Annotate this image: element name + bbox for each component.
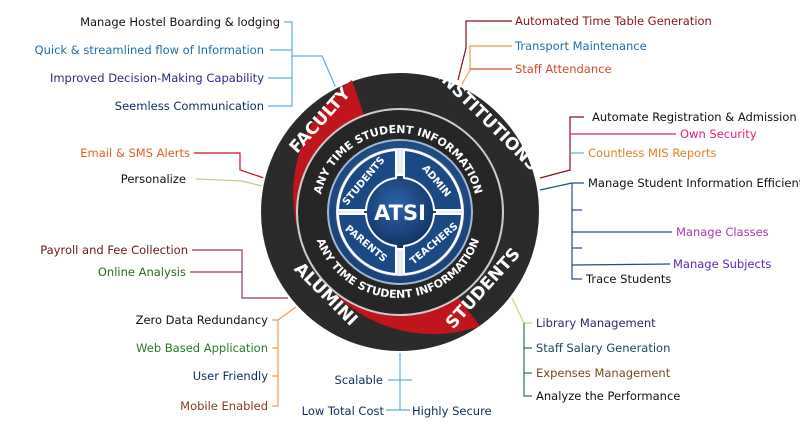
connector-library bbox=[511, 297, 532, 324]
label-staff-attendance: Staff Attendance bbox=[515, 62, 612, 76]
connector-timetable bbox=[457, 20, 512, 81]
label-zero-redundancy: Zero Data Redundancy bbox=[136, 313, 269, 327]
connector-subjects bbox=[571, 263, 671, 266]
label-mis-reports: Countless MIS Reports bbox=[588, 146, 716, 160]
label-performance: Analyze the Performance bbox=[536, 389, 680, 403]
left-labels: Manage Hostel Boarding & lodging Quick &… bbox=[35, 15, 280, 413]
label-expenses: Expenses Management bbox=[536, 366, 671, 380]
connector-transport bbox=[461, 45, 512, 85]
label-quick-flow: Quick & streamlined flow of Information bbox=[35, 43, 264, 57]
label-seemless: Seemless Communication bbox=[115, 99, 264, 113]
connector-student-bracket bbox=[571, 182, 584, 280]
wheel: ATSI STUDENTS ADMIN PARENTS TEACHERS ANY… bbox=[259, 66, 542, 353]
label-scalable: Scalable bbox=[335, 373, 383, 387]
quadrant-segments bbox=[336, 148, 464, 276]
label-library: Library Management bbox=[536, 316, 656, 330]
connector-lines bbox=[190, 20, 676, 411]
label-registration: Automate Registration & Admission bbox=[592, 110, 797, 124]
label-trace-students: Trace Students bbox=[585, 272, 671, 286]
connector-student-ring bbox=[539, 182, 573, 191]
label-transport: Transport Maintenance bbox=[514, 39, 647, 53]
label-highly-secure: Highly Secure bbox=[412, 404, 492, 418]
connector-email bbox=[194, 152, 265, 179]
label-manage-subjects: Manage Subjects bbox=[673, 257, 771, 271]
connector-seemless bbox=[268, 78, 293, 107]
segment-parents bbox=[336, 213, 397, 276]
connector-payroll bbox=[192, 249, 288, 299]
connector-decision bbox=[268, 56, 293, 79]
right-labels: Automated Time Table Generation Transpor… bbox=[514, 14, 800, 403]
connector-registration bbox=[539, 116, 584, 179]
center-title: ATSI bbox=[374, 201, 426, 225]
connector-br-bracket bbox=[523, 347, 532, 397]
label-mobile: Mobile Enabled bbox=[180, 399, 268, 413]
segment-students bbox=[336, 148, 397, 211]
label-hostel: Manage Hostel Boarding & lodging bbox=[80, 15, 280, 29]
connector-personalize bbox=[195, 178, 263, 187]
label-decision: Improved Decision-Making Capability bbox=[50, 71, 264, 85]
segment-teachers bbox=[403, 213, 464, 276]
bottom-labels: Scalable Low Total Cost Highly Secure bbox=[302, 373, 492, 418]
label-online-analysis: Online Analysis bbox=[98, 265, 186, 279]
label-salary: Staff Salary Generation bbox=[536, 341, 670, 355]
label-manage-student-info: Manage Student Information Efficiently bbox=[588, 176, 800, 190]
label-manage-classes: Manage Classes bbox=[676, 225, 769, 239]
label-web-based: Web Based Application bbox=[136, 341, 268, 355]
core-circle bbox=[362, 174, 438, 250]
label-low-cost: Low Total Cost bbox=[302, 404, 385, 418]
label-email-sms: Email & SMS Alerts bbox=[80, 146, 190, 160]
segment-admin bbox=[403, 148, 464, 211]
label-user-friendly: User Friendly bbox=[193, 369, 268, 383]
connector-bottom-left bbox=[272, 319, 279, 407]
label-payroll: Payroll and Fee Collection bbox=[40, 243, 188, 257]
label-own-security: Own Security bbox=[680, 127, 757, 141]
label-timetable: Automated Time Table Generation bbox=[515, 14, 712, 28]
label-personalize: Personalize bbox=[121, 172, 186, 186]
